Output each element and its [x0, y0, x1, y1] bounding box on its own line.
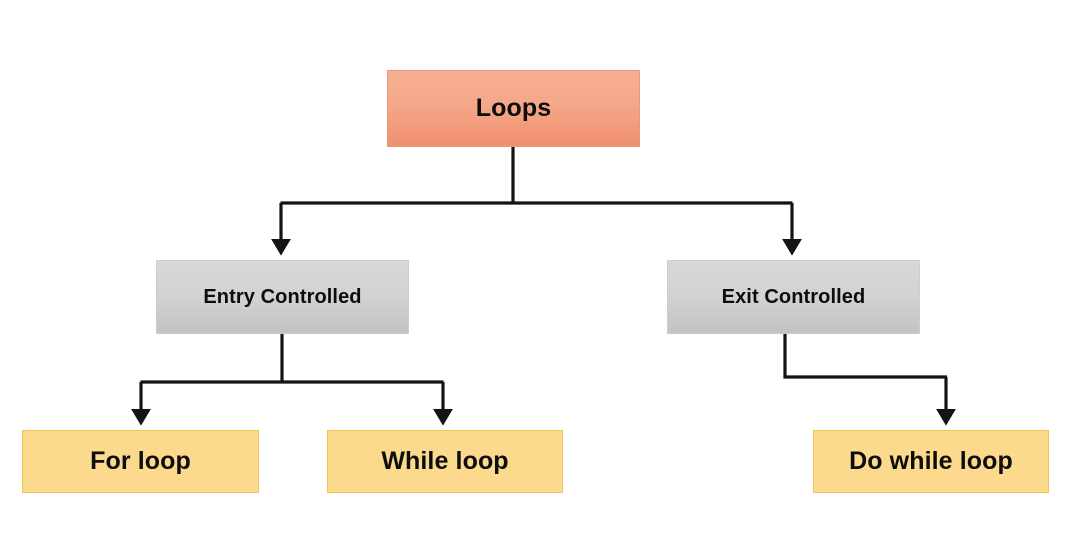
node-for-loop[interactable]: For loop: [22, 430, 259, 493]
edge-exit-to-do-while: [783, 334, 956, 426]
node-do-while-loop[interactable]: Do while loop: [813, 430, 1049, 493]
node-while-loop[interactable]: While loop: [327, 430, 563, 493]
edge-entry-to-leaves: [131, 334, 453, 426]
node-exit-controlled[interactable]: Exit Controlled: [667, 260, 920, 334]
node-entry-controlled[interactable]: Entry Controlled: [156, 260, 409, 334]
node-loops[interactable]: Loops: [387, 70, 640, 147]
edge-root-to-level1: [271, 147, 802, 256]
